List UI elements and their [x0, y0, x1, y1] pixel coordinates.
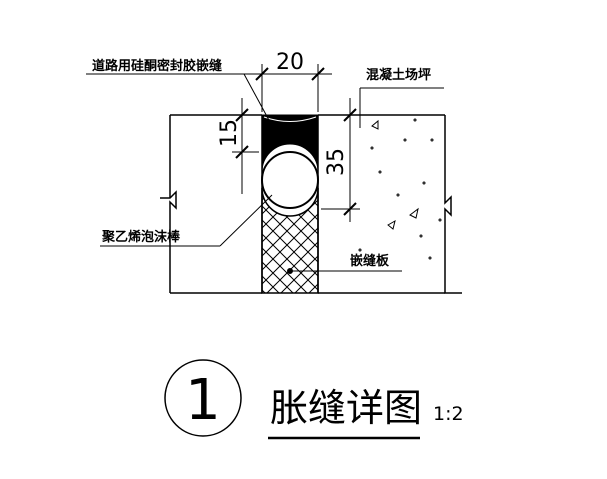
detail-number-circle [164, 359, 242, 437]
sealant-label: 道路用硅酮密封胶嵌缝 [92, 58, 222, 74]
backer-rod [261, 151, 319, 209]
dimension-width [244, 64, 332, 112]
right-slab [318, 114, 462, 294]
concrete-leader [359, 87, 444, 128]
detail-scale: 1:2 [433, 403, 464, 425]
filler-board-leader [287, 268, 402, 274]
filler-board-label: 嵌缝板 [350, 253, 390, 269]
concrete-label: 混凝土场坪 [366, 67, 431, 83]
left-slab [160, 114, 262, 294]
dimension-sealant-depth [232, 98, 259, 194]
backer-rod-label: 聚乙烯泡沫棒 [101, 229, 181, 245]
backer-rod-leader [100, 194, 273, 247]
dimension-sealant-depth-text: 15 [217, 119, 242, 147]
sealant-leader [86, 73, 271, 123]
dimension-total-depth [321, 98, 360, 222]
concrete-aggregate [358, 118, 442, 260]
dimension-total-depth-text: 35 [324, 148, 349, 176]
dimension-width-text: 20 [276, 50, 304, 75]
detail-number: 1 [185, 368, 221, 433]
detail-title: 胀缝详图 [270, 386, 422, 430]
